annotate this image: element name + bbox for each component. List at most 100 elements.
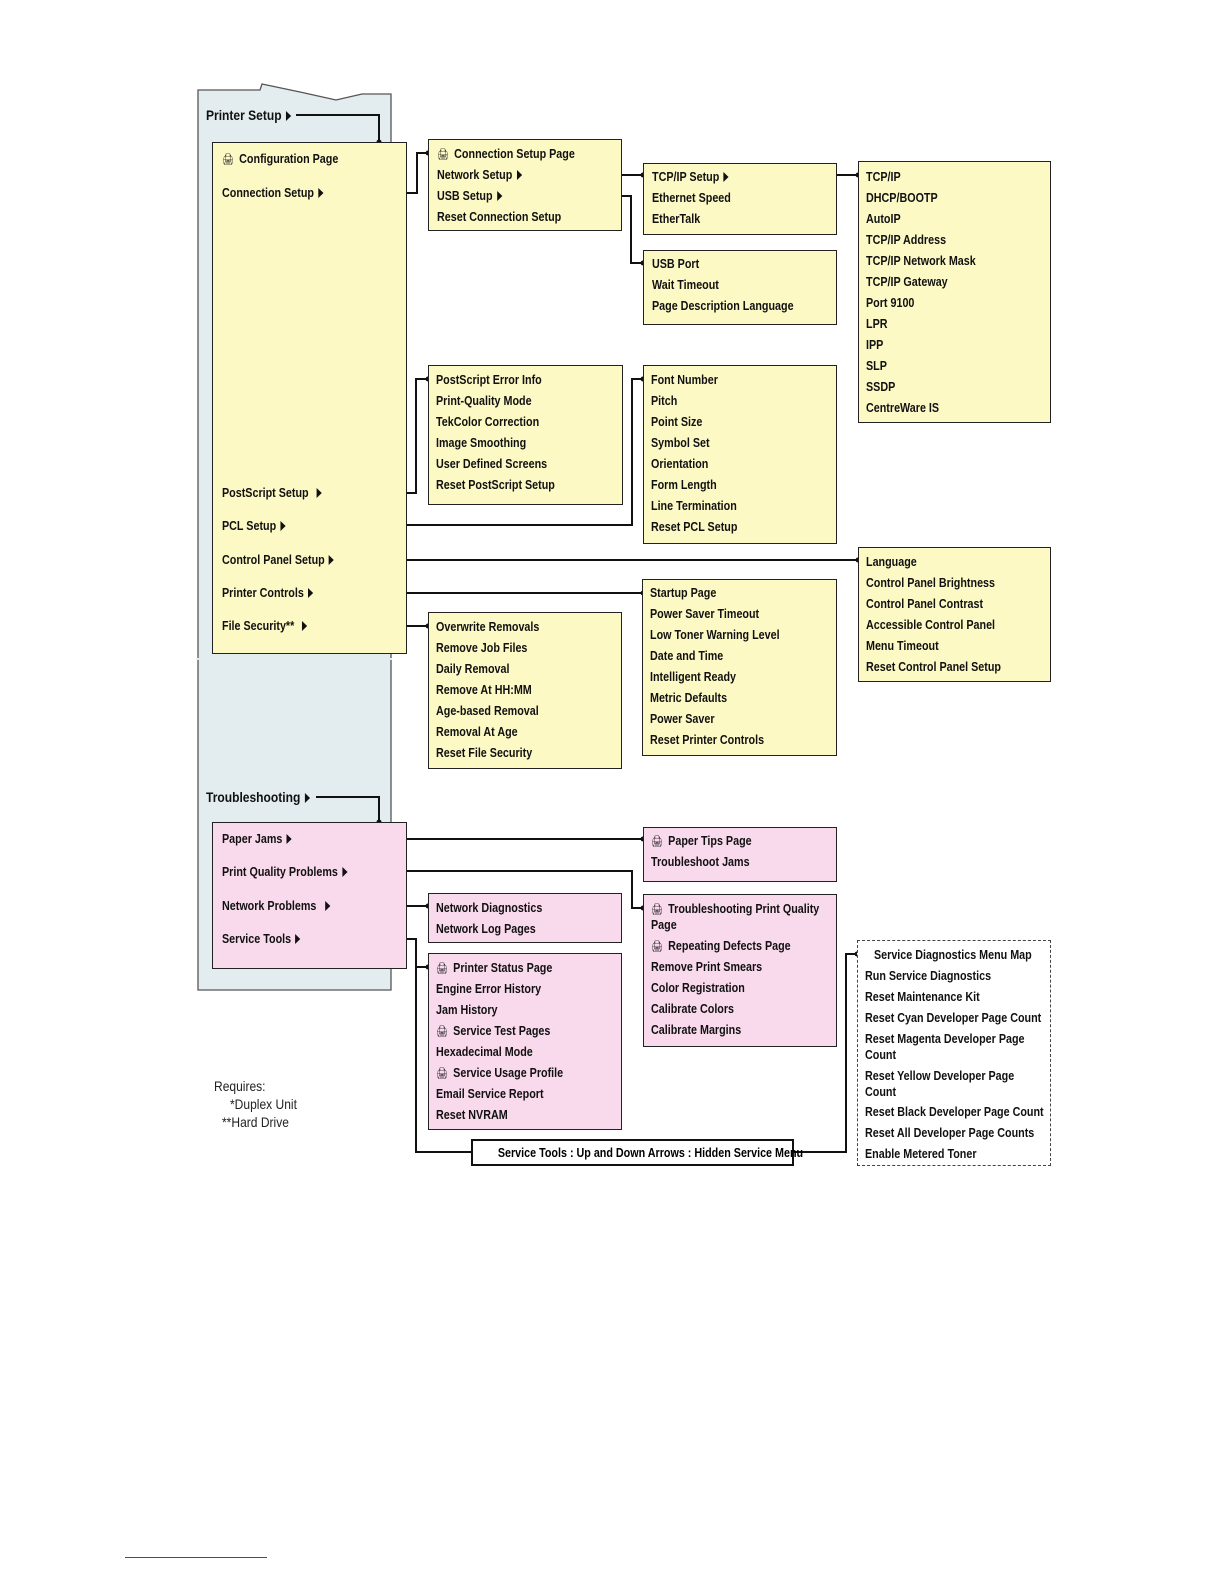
menu-item-calibrate-margins[interactable]: Calibrate Margins bbox=[651, 1023, 742, 1037]
menu-item[interactable]: Line Termination bbox=[651, 499, 737, 513]
menu-item[interactable]: Metric Defaults bbox=[650, 691, 728, 705]
menu-item[interactable]: Font Number bbox=[651, 373, 718, 387]
menu-item[interactable]: Reset Black Developer Page Count bbox=[865, 1105, 1044, 1119]
menu-item-tcpip-setup[interactable]: TCP/IP Setup bbox=[652, 170, 729, 184]
menu-item[interactable]: TekColor Correction bbox=[436, 415, 540, 429]
menu-item[interactable]: Orientation bbox=[651, 457, 709, 471]
menu-item[interactable]: Reset Control Panel Setup bbox=[866, 660, 1002, 674]
menu-item[interactable]: Count bbox=[865, 1048, 897, 1062]
menu-item[interactable]: Reset Cyan Developer Page Count bbox=[865, 1011, 1042, 1025]
menu-item-pcl-setup[interactable]: PCL Setup bbox=[222, 519, 286, 533]
menu-item[interactable]: Low Toner Warning Level bbox=[650, 628, 780, 642]
menu-item[interactable]: Accessible Control Panel bbox=[866, 618, 996, 632]
menu-item-email-service-report[interactable]: Email Service Report bbox=[436, 1087, 544, 1101]
menu-item-reset-connection-setup[interactable]: Reset Connection Setup bbox=[437, 210, 562, 224]
menu-item[interactable]: Date and Time bbox=[650, 649, 724, 663]
menu-item-ethertalk[interactable]: EtherTalk bbox=[652, 212, 701, 226]
menu-item[interactable]: TCP/IP Network Mask bbox=[866, 254, 976, 268]
menu-item-calibrate-colors[interactable]: Calibrate Colors bbox=[651, 1002, 735, 1016]
menu-item-configuration-page[interactable]: 🖨Configuration Page bbox=[222, 152, 339, 166]
menu-item[interactable]: Startup Page bbox=[650, 586, 717, 600]
menu-item[interactable]: Reset Maintenance Kit bbox=[865, 990, 980, 1004]
menu-item[interactable]: TCP/IP Gateway bbox=[866, 275, 948, 289]
menu-item[interactable]: Reset Magenta Developer Page bbox=[865, 1032, 1025, 1046]
menu-item[interactable]: IPP bbox=[866, 338, 884, 352]
menu-item-control-panel-setup[interactable]: Control Panel Setup bbox=[222, 553, 335, 567]
menu-item[interactable]: Control Panel Contrast bbox=[866, 597, 984, 611]
menu-item[interactable]: Port 9100 bbox=[866, 296, 915, 310]
menu-item[interactable]: Reset File Security bbox=[436, 746, 533, 760]
menu-item-postscript-setup[interactable]: PostScript Setup bbox=[222, 486, 322, 500]
hidden-service-menu-bar[interactable]: Service Tools : Up and Down Arrows : Hid… bbox=[471, 1139, 803, 1166]
menu-item[interactable]: USB Port bbox=[652, 257, 700, 271]
menu-item[interactable]: Point Size bbox=[651, 415, 703, 429]
menu-item[interactable]: User Defined Screens bbox=[436, 457, 548, 471]
menu-item[interactable]: Image Smoothing bbox=[436, 436, 527, 450]
menu-item[interactable]: Reset Printer Controls bbox=[650, 733, 765, 747]
menu-item-paper-jams[interactable]: Paper Jams bbox=[222, 832, 292, 846]
menu-item-troubleshoot-jams[interactable]: Troubleshoot Jams bbox=[651, 855, 750, 869]
menu-item[interactable]: DHCP/BOOTP bbox=[866, 191, 938, 205]
menu-item[interactable]: Form Length bbox=[651, 478, 717, 492]
menu-item-print-quality-problems[interactable]: Print Quality Problems bbox=[222, 865, 348, 879]
menu-item[interactable]: Reset All Developer Page Counts bbox=[865, 1126, 1035, 1140]
menu-item-connection-setup[interactable]: Connection Setup bbox=[222, 186, 324, 200]
menu-item[interactable]: Power Saver Timeout bbox=[650, 607, 760, 621]
menu-item[interactable]: PostScript Error Info bbox=[436, 373, 542, 387]
menu-item-troubleshooting-print-quality-cont[interactable]: Page bbox=[651, 918, 677, 932]
menu-item-engine-error-history[interactable]: Engine Error History bbox=[436, 982, 542, 996]
menu-item[interactable]: Wait Timeout bbox=[652, 278, 719, 292]
menu-item-repeating-defects-page[interactable]: 🖨Repeating Defects Page bbox=[651, 939, 791, 953]
menu-item[interactable]: Network Diagnostics bbox=[436, 901, 543, 915]
menu-item-hexadecimal-mode[interactable]: Hexadecimal Mode bbox=[436, 1045, 533, 1059]
menu-item-printer-controls[interactable]: Printer Controls bbox=[222, 586, 314, 600]
menu-item[interactable]: SLP bbox=[866, 359, 887, 373]
menu-item[interactable]: Reset PostScript Setup bbox=[436, 478, 555, 492]
menu-item-usb-setup[interactable]: USB Setup bbox=[437, 189, 503, 203]
menu-item[interactable]: Overwrite Removals bbox=[436, 620, 540, 634]
menu-item[interactable]: Power Saver bbox=[650, 712, 715, 726]
menu-item-service-usage-profile[interactable]: 🖨Service Usage Profile bbox=[436, 1066, 564, 1080]
menu-item[interactable]: TCP/IP Address bbox=[866, 233, 947, 247]
menu-item-troubleshooting-print-quality[interactable]: 🖨Troubleshooting Print Quality bbox=[651, 902, 820, 916]
menu-item[interactable]: Pitch bbox=[651, 394, 678, 408]
menu-item-printer-status-page[interactable]: 🖨Printer Status Page bbox=[436, 961, 553, 975]
menu-item-service-tools[interactable]: Service Tools bbox=[222, 932, 301, 946]
menu-item-ethernet-speed[interactable]: Ethernet Speed bbox=[652, 191, 731, 205]
menu-item[interactable]: Print-Quality Mode bbox=[436, 394, 532, 408]
menu-item-service-test-pages[interactable]: 🖨Service Test Pages bbox=[436, 1024, 551, 1038]
menu-item[interactable]: Enable Metered Toner bbox=[865, 1147, 977, 1161]
menu-item[interactable]: LPR bbox=[866, 317, 888, 331]
menu-item[interactable]: Age-based Removal bbox=[436, 704, 539, 718]
menu-item[interactable]: SSDP bbox=[866, 380, 896, 394]
menu-item[interactable]: Language bbox=[866, 555, 917, 569]
menu-item[interactable]: Removal At Age bbox=[436, 725, 518, 739]
menu-item-file-security[interactable]: File Security** bbox=[222, 619, 308, 633]
printer-setup-header[interactable]: Printer Setup bbox=[206, 107, 292, 123]
troubleshooting-header[interactable]: Troubleshooting bbox=[206, 789, 310, 805]
menu-item[interactable]: Count bbox=[865, 1085, 897, 1099]
menu-item[interactable]: Remove Job Files bbox=[436, 641, 528, 655]
menu-item[interactable]: Reset Yellow Developer Page bbox=[865, 1069, 1015, 1083]
menu-item-reset-nvram[interactable]: Reset NVRAM bbox=[436, 1108, 508, 1122]
menu-item[interactable]: AutoIP bbox=[866, 212, 901, 226]
menu-item-network-setup[interactable]: Network Setup bbox=[437, 168, 522, 182]
menu-item-jam-history[interactable]: Jam History bbox=[436, 1003, 498, 1017]
menu-item[interactable]: Symbol Set bbox=[651, 436, 710, 450]
menu-item[interactable]: CentreWare IS bbox=[866, 401, 940, 415]
menu-item[interactable]: TCP/IP bbox=[866, 170, 901, 184]
menu-item[interactable]: Service Diagnostics Menu Map bbox=[874, 948, 1032, 962]
menu-item[interactable]: Remove At HH:MM bbox=[436, 683, 532, 697]
menu-item[interactable]: Control Panel Brightness bbox=[866, 576, 996, 590]
menu-item[interactable]: Menu Timeout bbox=[866, 639, 939, 653]
menu-item-color-registration[interactable]: Color Registration bbox=[651, 981, 745, 995]
menu-item[interactable]: Network Log Pages bbox=[436, 922, 536, 936]
menu-item[interactable]: Daily Removal bbox=[436, 662, 510, 676]
menu-item-connection-setup-page[interactable]: 🖨Connection Setup Page bbox=[437, 147, 575, 161]
menu-item[interactable]: Page Description Language bbox=[652, 299, 794, 313]
menu-item[interactable]: Run Service Diagnostics bbox=[865, 969, 992, 983]
menu-item-network-problems[interactable]: Network Problems bbox=[222, 899, 331, 913]
menu-item[interactable]: Intelligent Ready bbox=[650, 670, 737, 684]
menu-item-paper-tips-page[interactable]: 🖨Paper Tips Page bbox=[651, 834, 752, 848]
menu-item-remove-print-smears[interactable]: Remove Print Smears bbox=[651, 960, 763, 974]
